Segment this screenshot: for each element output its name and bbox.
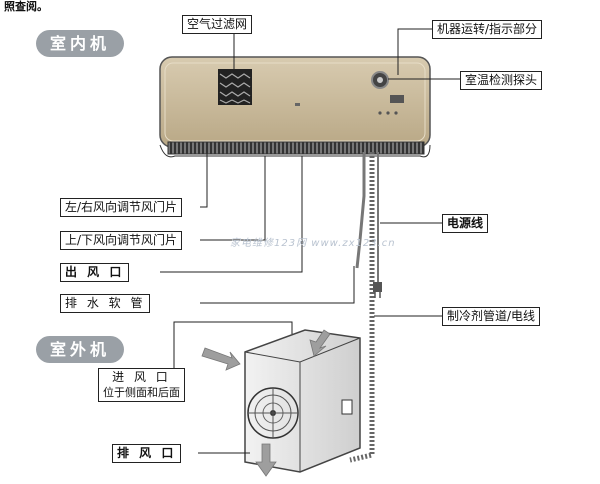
section-indoor: 室内机 bbox=[36, 30, 125, 57]
indoor-unit bbox=[159, 56, 431, 158]
airflow-arrows bbox=[201, 329, 331, 477]
label-outdoor-inlet-sub: 位于侧面和后面 bbox=[103, 386, 180, 399]
indicator-panel bbox=[295, 71, 404, 115]
label-air-filter: 空气过滤网 bbox=[182, 15, 253, 34]
top-note: 照查阅。 bbox=[4, 0, 48, 13]
section-outdoor: 室外机 bbox=[36, 336, 125, 363]
piping bbox=[349, 152, 382, 463]
label-temp-sensor: 室温检测探头 bbox=[460, 71, 543, 90]
leader-lines bbox=[160, 28, 460, 454]
label-outdoor-inlet: 进 风 口 位于侧面和后面 bbox=[98, 368, 185, 402]
fan-grille bbox=[247, 387, 299, 439]
label-outdoor-outlet: 排 风 口 bbox=[112, 444, 182, 463]
label-drain-hose: 排 水 软 管 bbox=[60, 294, 151, 313]
watermark: 家电维修123网 www.zx123.cn bbox=[230, 238, 396, 249]
label-lr-louver: 左/右风向调节风门片 bbox=[60, 198, 183, 217]
label-refrigerant-pipe: 制冷剂管道/电线 bbox=[442, 307, 541, 326]
label-outdoor-inlet-title: 进 风 口 bbox=[112, 370, 171, 384]
label-outlet: 出 风 口 bbox=[60, 263, 130, 282]
label-indicator: 机器运转/指示部分 bbox=[432, 20, 543, 39]
label-ud-louver: 上/下风向调节风门片 bbox=[60, 231, 183, 250]
air-filter-graphic bbox=[218, 69, 252, 105]
label-power-cord: 电源线 bbox=[442, 214, 489, 233]
outdoor-unit bbox=[244, 329, 361, 473]
